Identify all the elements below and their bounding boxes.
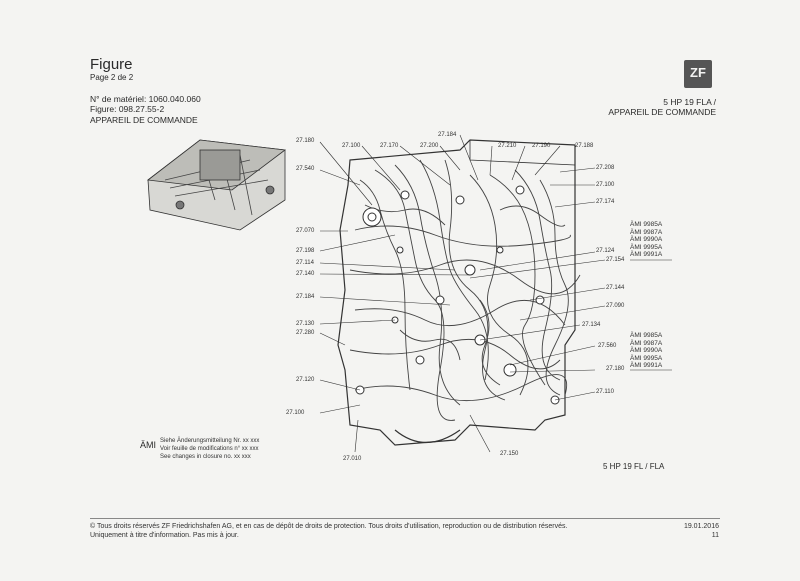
ami-entry: ÄMI 9991A (630, 251, 663, 258)
footer-page-number: 11 (711, 532, 719, 539)
ami-group-2: ÄMI 9985A ÄMI 9987A ÄMI 9990A ÄMI 9995A … (630, 332, 662, 370)
part-label: 27.184 (438, 132, 457, 138)
part-label: 27.154 (606, 257, 625, 263)
part-label: 27.560 (598, 343, 617, 349)
part-label: 27.280 (296, 330, 315, 336)
component-heading: APPAREIL DE COMMANDE (608, 107, 716, 117)
part-label: 27.130 (296, 321, 315, 327)
part-label: 27.124 (596, 248, 615, 254)
part-label: 27.144 (606, 285, 625, 291)
copyright-text: © Tous droits réservés ZF Friedrichshafe… (90, 523, 568, 530)
part-label: 27.180 (296, 138, 315, 144)
part-label: 27.170 (380, 143, 399, 149)
model-heading: 5 HP 19 FLA / (663, 97, 716, 107)
part-label: 27.090 (606, 303, 625, 309)
part-label: 27.114 (296, 260, 314, 266)
legend-line-fr: Voir feuille de modifications n° xx xxx (160, 446, 259, 452)
part-label: 27.100 (342, 143, 361, 149)
legend-line-de: Siehe Änderungsmitteilung Nr. xx xxx (160, 438, 260, 444)
ami-entry: ÄMI 9990A (630, 347, 663, 354)
ami-entry: ÄMI 9990A (630, 236, 663, 243)
material-number: N° de matériel: 1060.040.060 (90, 94, 201, 104)
footer-date: 19.01.2016 (683, 523, 719, 530)
part-label: 27.200 (420, 143, 439, 149)
model-label: 5 HP 19 FL / FLA (603, 462, 665, 471)
ami-entry: ÄMI 9987A (630, 228, 663, 236)
valve-body-thumbnail (146, 139, 287, 231)
part-label: 27.198 (296, 248, 315, 254)
leader-lines (319, 134, 672, 453)
ami-legend-symbol: ÄMI (140, 440, 157, 450)
figure-number: Figure: 098.27.55-2 (90, 104, 165, 114)
ami-entry: ÄMI 9995A (630, 354, 663, 362)
part-label: 27.208 (596, 165, 615, 171)
page-indicator: Page 2 de 2 (90, 73, 134, 82)
part-label: 27.540 (296, 166, 315, 172)
part-label: 27.110 (596, 389, 614, 395)
legend-line-en: See changes in closure no. xx xxx (160, 454, 251, 460)
part-label: 27.180 (606, 366, 625, 372)
zf-logo: ZF (684, 60, 712, 88)
part-label: 27.140 (296, 271, 315, 277)
part-label: 27.150 (500, 451, 519, 457)
valve-body-plate (337, 139, 576, 446)
part-label: 27.134 (582, 322, 601, 328)
hydraulic-channels (349, 159, 581, 421)
ami-entry: ÄMI 9985A (630, 221, 663, 228)
part-label: 27.010 (343, 456, 362, 462)
ami-entry: ÄMI 9991A (630, 362, 663, 369)
part-label: 27.070 (296, 228, 315, 234)
part-label: 27.120 (296, 377, 315, 383)
part-label: 27.100 (596, 182, 615, 188)
part-label: 27.184 (296, 294, 315, 300)
part-label: 27.190 (532, 143, 551, 149)
page-title: Figure (90, 56, 133, 73)
component-name: APPAREIL DE COMMANDE (90, 115, 198, 125)
ami-entry: ÄMI 9985A (630, 332, 663, 339)
ami-group-1: ÄMI 9985A ÄMI 9987A ÄMI 9990A ÄMI 9995A … (630, 221, 662, 259)
ami-entry: ÄMI 9995A (630, 243, 663, 251)
part-label: 27.210 (498, 143, 517, 149)
part-label: 27.100 (286, 410, 305, 416)
footer-divider (90, 518, 720, 519)
part-label: 27.188 (575, 143, 594, 149)
ami-entry: ÄMI 9987A (630, 339, 663, 347)
usage-text: Uniquement à titre d'information. Pas mi… (90, 532, 239, 539)
part-label: 27.174 (596, 199, 615, 205)
